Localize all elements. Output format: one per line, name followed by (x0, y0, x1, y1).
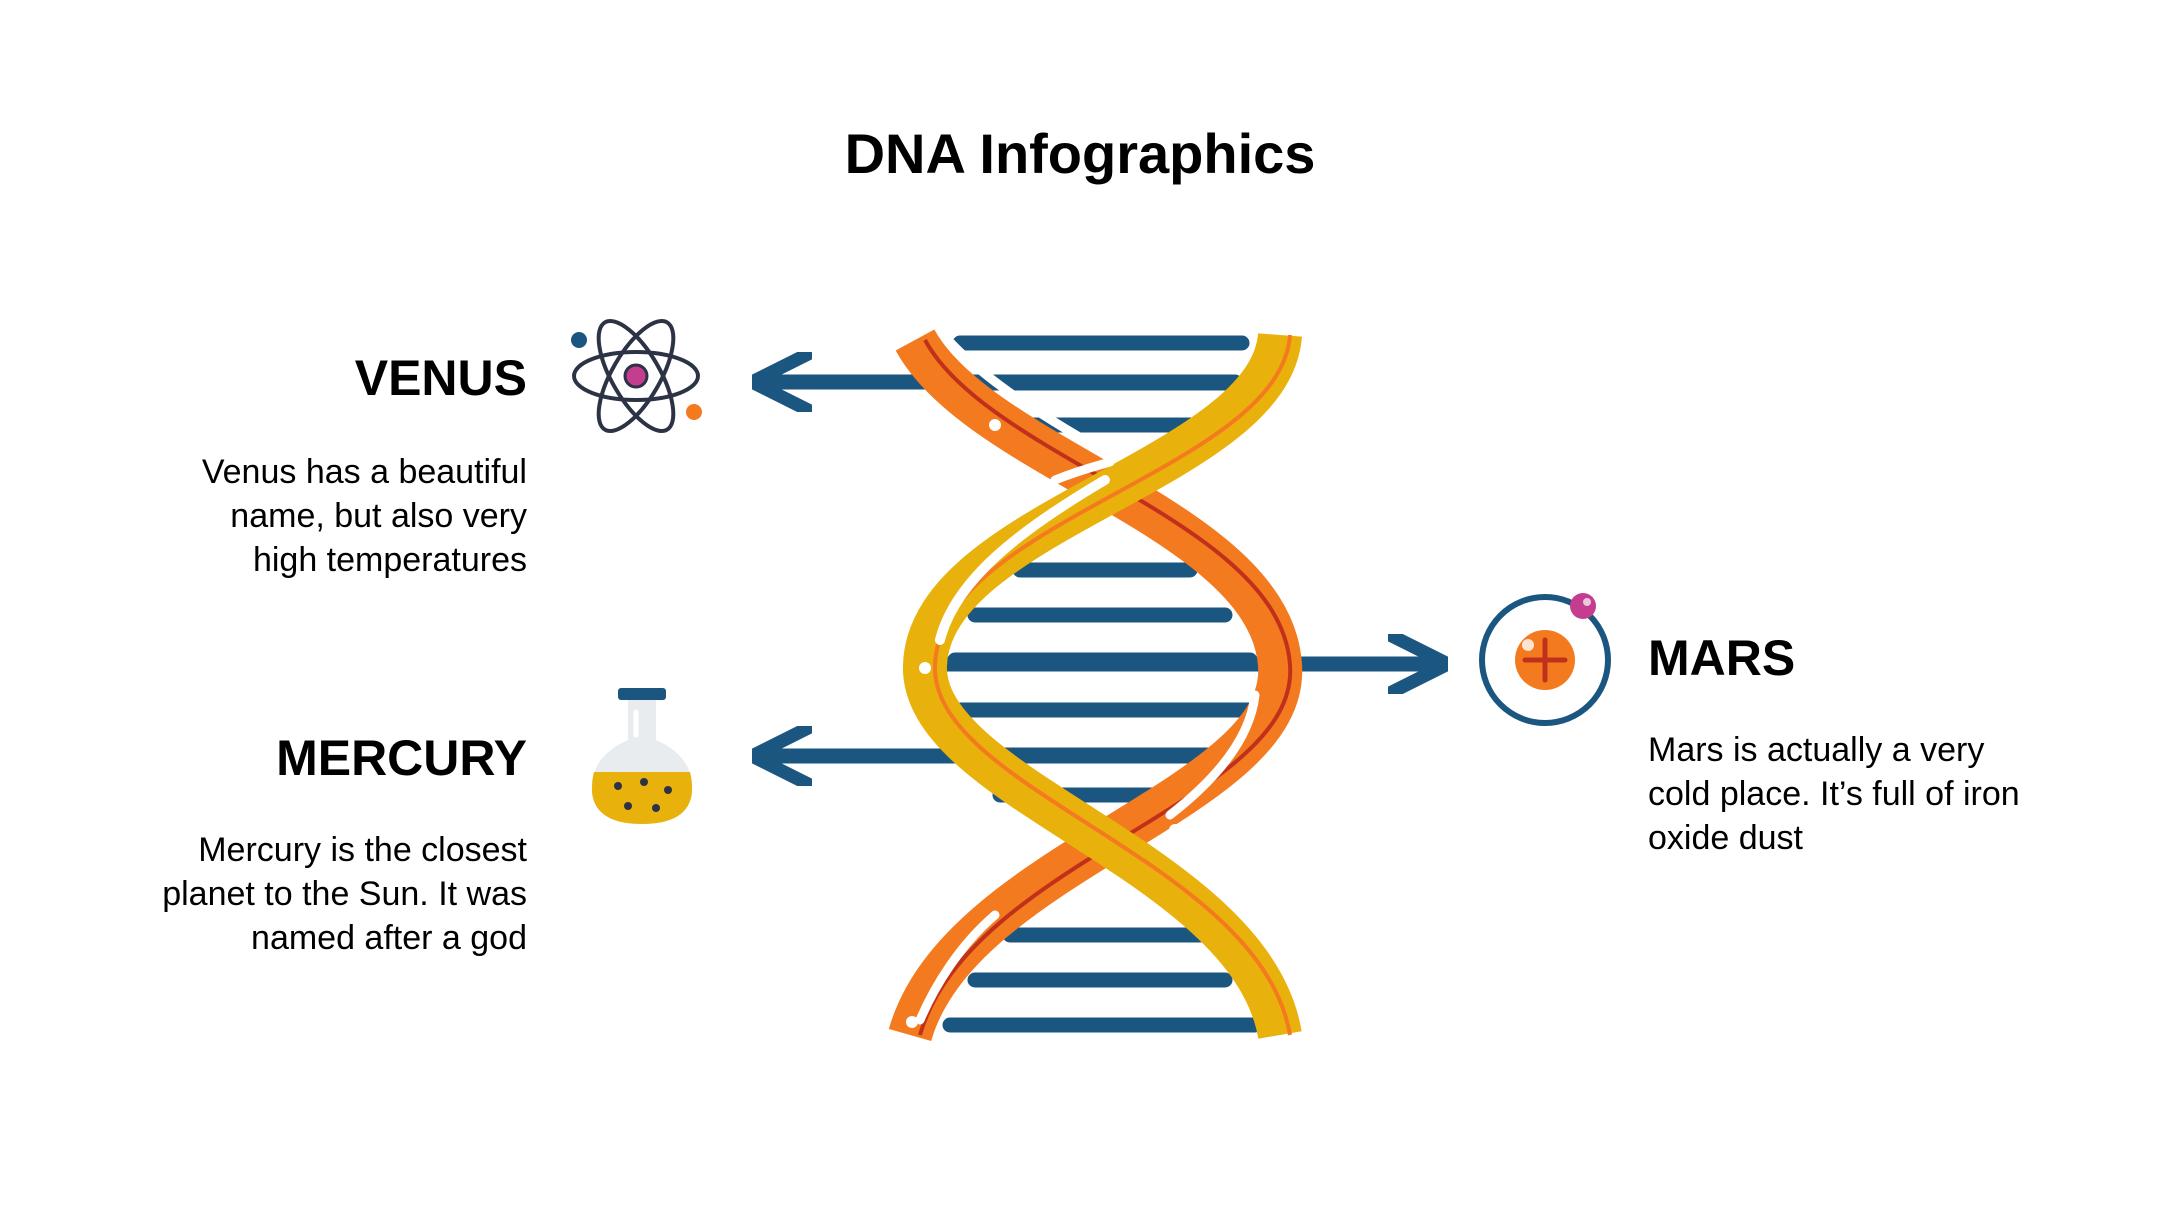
mars-heading: MARS (1648, 630, 1796, 686)
venus-heading: VENUS (354, 350, 527, 406)
flask-icon (591, 688, 693, 824)
page-title: DNA Infographics (844, 122, 1316, 185)
atom-icon (571, 318, 702, 434)
mars-description: Mars is actually a very cold place. It’s… (1648, 731, 2020, 857)
yellow-strand (903, 331, 1302, 1040)
orbit-icon (1479, 593, 1611, 726)
orange-strand (888, 328, 1303, 1042)
mercury-description: Mercury is the closest planet to the Sun… (162, 831, 527, 957)
mercury-heading: MERCURY (276, 730, 527, 786)
venus-description: Venus has a beautiful name, but also ver… (201, 453, 527, 579)
